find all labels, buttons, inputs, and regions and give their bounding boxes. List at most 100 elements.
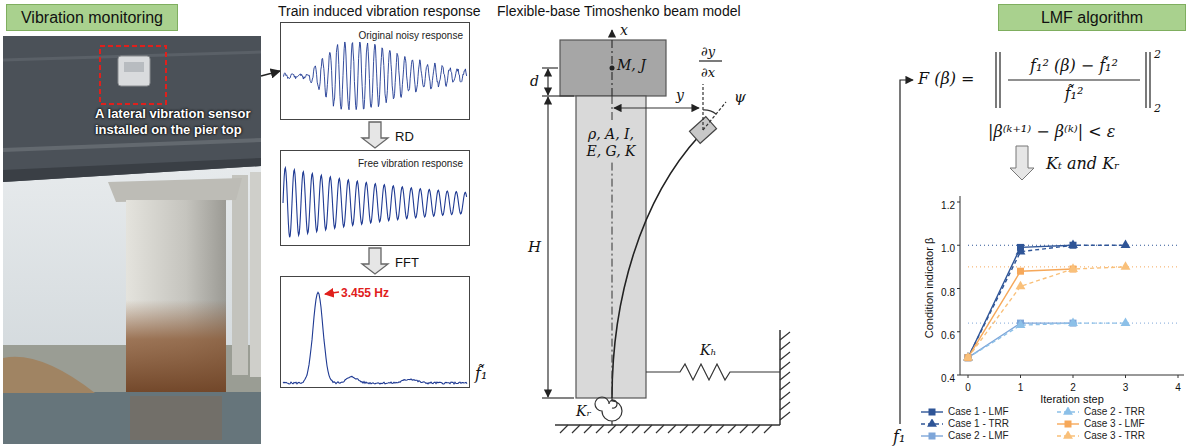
convergence-chart <box>957 202 960 203</box>
chart-series <box>968 245 1073 357</box>
chart-series <box>968 269 1073 358</box>
symbol-label: ∂x <box>701 65 715 81</box>
axis-tick: 3 <box>1123 382 1129 394</box>
chart-series <box>968 323 1073 358</box>
signal-plot: Original noisy response <box>280 22 470 120</box>
beam-model <box>703 102 726 130</box>
bridge-photo <box>118 56 150 86</box>
signal-trace <box>283 292 467 384</box>
edge-label: FFT <box>395 255 419 271</box>
symbol-label: ψ <box>734 88 746 106</box>
symbol-label: f̃₁ <box>475 364 487 383</box>
stage-tag-text: LMF algorithm <box>1041 5 1143 30</box>
legend-sample <box>1056 407 1080 417</box>
beam-model <box>699 60 722 61</box>
beam-model <box>547 69 548 95</box>
legend-sample <box>929 409 936 416</box>
legend-sample <box>927 419 937 427</box>
flow-arrow <box>261 71 280 76</box>
legend-sample <box>1065 421 1072 428</box>
symbol-label-wrap: ∂x <box>701 63 715 81</box>
chart-series <box>1068 317 1078 326</box>
symbol-label: f₁ <box>893 427 905 446</box>
axis-tick-wrap: 0.4 <box>941 368 955 386</box>
axis-title-wrap: Condition indicator β <box>919 238 937 339</box>
data-flow-line <box>1145 52 1146 108</box>
result-label-wrap: Kₜ and Kᵣ <box>1046 154 1120 173</box>
mass-block-text: M, J <box>617 57 646 74</box>
legend-text: Case 3 - LMF <box>1084 418 1145 430</box>
beam-model <box>555 424 780 426</box>
signal-trace <box>283 168 467 237</box>
legend-text: Case 2 - TRR <box>1084 406 1145 418</box>
legend-sample <box>1063 407 1073 415</box>
chart-series <box>965 242 1077 361</box>
formula-part-wrap: f̃₁² <box>1065 84 1084 103</box>
convergence-chart <box>1073 375 1074 378</box>
mass-block: M, J <box>560 40 666 96</box>
section-title-wrap: Flexible-base Timoshenko beam model <box>497 2 741 20</box>
dimension-label: H <box>528 238 541 256</box>
convergence-chart <box>1178 375 1179 378</box>
data-flow-line <box>1010 146 1034 180</box>
beam-model <box>547 97 548 397</box>
beam-model <box>542 95 574 96</box>
stage-tag: Vibration monitoring <box>6 4 178 31</box>
photo-panel-text: A lateral vibration sensor installed on … <box>95 106 259 137</box>
convergence-chart <box>960 196 961 375</box>
section-title: Flexible-base Timoshenko beam model <box>497 3 741 20</box>
axis-symbol-wrap: x <box>620 21 628 39</box>
photo-panel: A lateral vibration sensor installed on … <box>3 36 261 444</box>
beam-model <box>780 332 790 420</box>
edge-label: RD <box>395 129 414 145</box>
beam-column: ρ, A, I, E, G, K <box>576 96 646 398</box>
spectrum-plot-text: 3.455 Hz <box>341 286 389 300</box>
beam-model <box>542 30 790 433</box>
legend-text: Case 2 - LMF <box>948 430 1009 442</box>
signal-plot-text: Free vibration response <box>358 158 463 170</box>
legend-sample <box>920 419 944 429</box>
formula-part: F (β) = <box>918 69 974 88</box>
chart-series <box>1068 263 1078 272</box>
legend-sample <box>1063 431 1073 439</box>
legend-item: Case 1 - TRR <box>920 418 1009 430</box>
axis-title: Iteration step <box>1040 393 1104 406</box>
bridge-photo <box>3 36 261 182</box>
formula-part: 2 <box>1154 102 1161 115</box>
legend-item: Case 3 - TRR <box>1056 430 1145 442</box>
beam-model <box>779 330 781 425</box>
section-title: Train induced vibration response <box>278 3 481 20</box>
spring-label-wrap: Kₕ <box>700 341 717 359</box>
data-flow-line <box>325 292 339 294</box>
dimension-label-wrap: d <box>530 72 539 90</box>
chart-series <box>965 266 1077 362</box>
data-flow-line <box>999 52 1000 108</box>
spring-label-wrap: Kᵣ <box>576 402 591 420</box>
chart-series <box>963 352 973 361</box>
convergence-chart <box>957 196 1184 378</box>
beam-model <box>560 40 666 96</box>
beam-model <box>612 135 700 398</box>
bridge-photo <box>3 140 261 150</box>
stage-tag-text: Vibration monitoring <box>21 5 163 30</box>
data-flow-line <box>900 80 913 424</box>
chart-series <box>1016 320 1026 329</box>
data-flow-line <box>995 52 996 108</box>
spring-label: Kᵣ <box>576 403 591 420</box>
bridge-photo <box>3 392 261 444</box>
convergence-chart <box>1020 375 1021 378</box>
symbol-label-wrap: y <box>676 86 684 104</box>
legend-text: Case 3 - TRR <box>1084 430 1145 442</box>
section-title-wrap: Train induced vibration response <box>278 2 481 20</box>
convergence-chart <box>960 375 1184 376</box>
result-label: Kₜ and Kᵣ <box>1046 154 1120 173</box>
beam-model <box>595 397 622 421</box>
process-arrow <box>362 248 388 274</box>
formula-part: f₁² (β) − f̃₁² <box>1030 56 1118 75</box>
legend-sample <box>920 431 944 441</box>
beam-model <box>703 110 716 114</box>
stage-tag: LMF algorithm <box>998 4 1186 31</box>
